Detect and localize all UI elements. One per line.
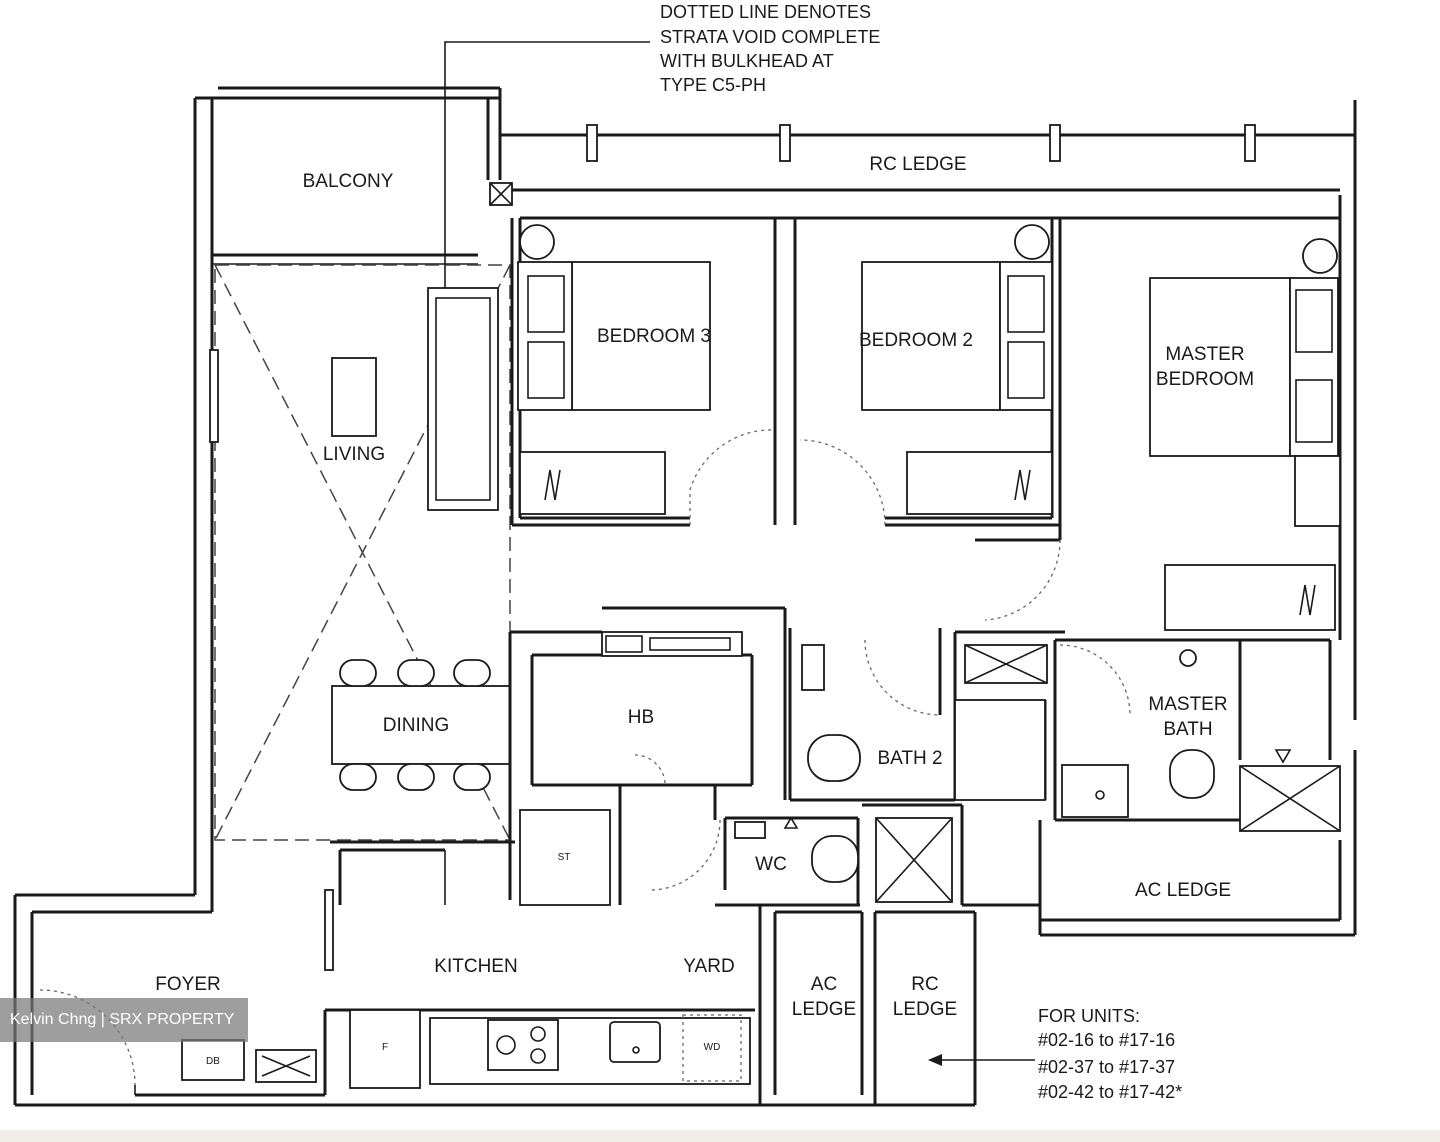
living-coffee-table [331, 357, 377, 437]
units-arrowhead-icon [928, 1054, 942, 1066]
units-note: FOR UNITS: #02-16 to #17-16 #02-37 to #1… [1038, 1006, 1182, 1102]
master-bedroom-furniture [1149, 238, 1341, 631]
label-rc-ledge-top: RC LEDGE [869, 154, 966, 175]
label-yard: YARD [683, 956, 734, 977]
label-living: LIVING [323, 444, 385, 465]
outer-walls [13, 86, 1357, 1107]
label-master-bath-2: BATH [1163, 719, 1212, 740]
label-hb: HB [628, 707, 654, 728]
bedroom3-wardrobe [519, 451, 666, 515]
watermark-banner: Kelvin Chng | SRX PROPERTY [0, 998, 248, 1042]
label-master-bedroom-2: BEDROOM [1156, 369, 1254, 390]
label-ac-ledge-right: AC LEDGE [1135, 880, 1231, 901]
label-rc-ledge-small-2: LEDGE [893, 999, 957, 1020]
bedroom3-furniture [517, 224, 711, 515]
master-bed [1149, 277, 1291, 457]
note-line-1: DOTTED LINE DENOTES [660, 2, 871, 22]
label-balcony: BALCONY [303, 171, 394, 192]
kitchen-walls [323, 803, 975, 1105]
footer-band [0, 1130, 1440, 1142]
living-window [209, 349, 219, 443]
door-swings [39, 429, 1131, 1095]
label-f: F [382, 1042, 388, 1053]
label-db: DB [206, 1056, 220, 1067]
hb-cabinet [601, 631, 743, 657]
label-ac-ledge-small-2: LEDGE [792, 999, 856, 1020]
label-master-bedroom-1: MASTER [1165, 344, 1244, 365]
bedroom2-furniture [861, 224, 1053, 515]
label-master-bath-1: MASTER [1148, 694, 1227, 715]
label-wd: WD [704, 1042, 721, 1053]
bedroom3-bed [571, 261, 711, 411]
units-leader [928, 1054, 1035, 1066]
master-wardrobe [1164, 564, 1336, 631]
kitchen-appliances [181, 1009, 751, 1089]
db-box [181, 1039, 245, 1081]
units-line-1: #02-16 to #17-16 [1038, 1030, 1175, 1050]
label-bedroom2: BEDROOM 2 [859, 330, 973, 351]
bath2-fixtures [801, 644, 861, 782]
kitchen-sink [609, 1021, 661, 1063]
room-labels: BALCONY RC LEDGE BEDROOM 3 BEDROOM 2 MAS… [155, 154, 1254, 1067]
wc-fixtures [734, 816, 859, 883]
strata-void-note: DOTTED LINE DENOTES STRATA VOID COMPLETE… [438, 2, 880, 396]
label-ac-ledge-small-1: AC [811, 974, 837, 995]
bedroom2-bed [861, 261, 1001, 411]
master-bath-fixtures [1061, 649, 1341, 832]
label-st: ST [558, 852, 571, 863]
units-line-2: #02-37 to #17-37 [1038, 1057, 1175, 1077]
label-foyer: FOYER [155, 974, 220, 995]
rc-ledge-posts [489, 124, 1256, 206]
note-line-4: TYPE C5-PH [660, 75, 766, 95]
bedroom2-wardrobe [906, 451, 1053, 515]
label-rc-ledge-small-1: RC [911, 974, 938, 995]
label-bedroom3: BEDROOM 3 [597, 326, 711, 347]
dining-set [331, 659, 511, 791]
kitchen-sliding-door [324, 889, 334, 971]
fridge [349, 1009, 421, 1089]
units-line-3: #02-42 to #17-42* [1038, 1082, 1182, 1102]
shower-2 [875, 817, 953, 903]
shower-1 [954, 644, 1048, 801]
hob [487, 1019, 559, 1071]
note-line-2: STRATA VOID COMPLETE [660, 27, 880, 47]
units-heading: FOR UNITS: [1038, 1006, 1140, 1026]
label-kitchen: KITCHEN [434, 956, 517, 977]
note-leader-line [444, 41, 650, 390]
living-sofa [427, 287, 499, 511]
washer-dryer [682, 1014, 742, 1082]
label-wc: WC [755, 854, 787, 875]
note-line-3: WITH BULKHEAD AT [660, 51, 834, 71]
label-bath2: BATH 2 [877, 748, 942, 769]
label-dining: DINING [383, 715, 450, 736]
